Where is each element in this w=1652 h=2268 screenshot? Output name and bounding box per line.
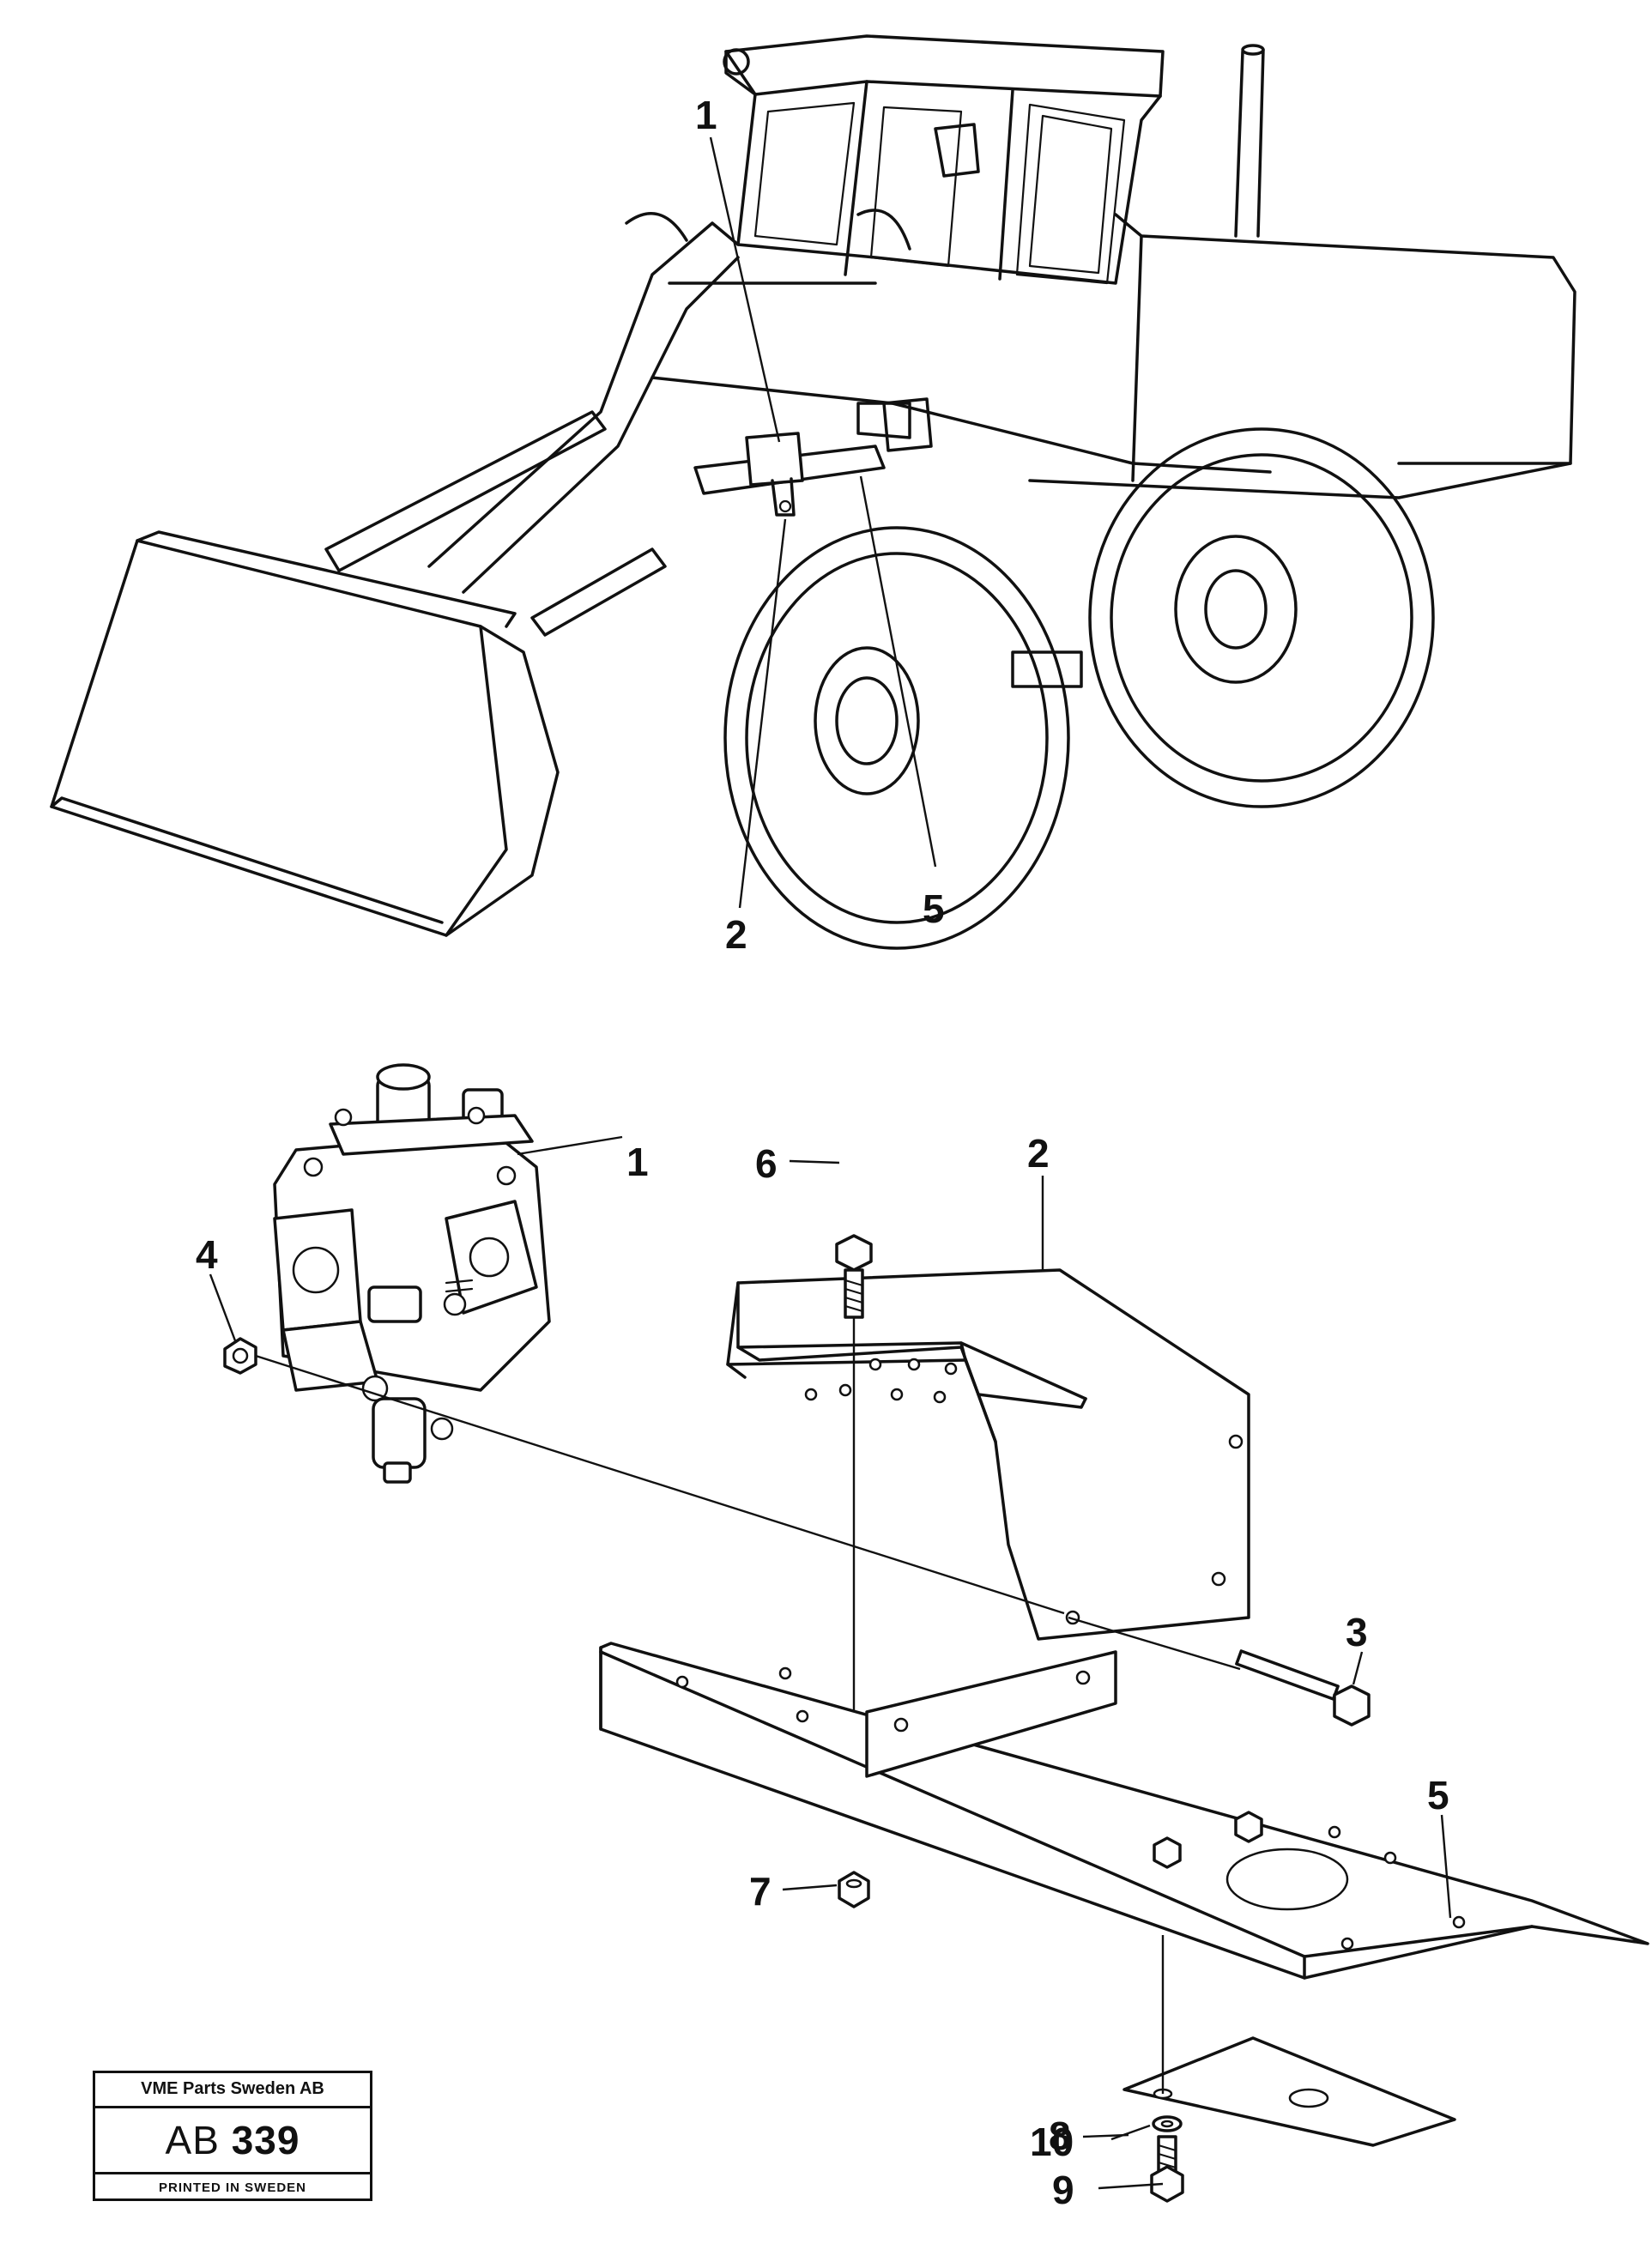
part-5-plate [599, 1642, 1649, 1980]
part-1-valve [273, 1063, 551, 1484]
stamp-code-number: 339 [231, 2118, 300, 2162]
wheel-loader-illustration [50, 34, 1576, 950]
callout-8: 8 [1049, 2114, 1071, 2158]
callout-2: 2 [1027, 1131, 1050, 1176]
callout-10: 10 [1030, 2120, 1074, 2164]
callout-6: 6 [755, 1141, 778, 1186]
part-2-bracket [726, 1268, 1250, 1641]
part-8-plate [1123, 2036, 1456, 2147]
part-3-bolt [1235, 1649, 1371, 1727]
stamp-company: VME Parts Sweden AB [95, 2073, 370, 2108]
vme-stamp: VME Parts Sweden AB AB 339 PRINTED IN SW… [93, 2071, 372, 2201]
overview-callout-5: 5 [923, 886, 945, 931]
part-10-washer [1152, 2115, 1183, 2132]
overview-callout-2: 2 [725, 912, 747, 957]
callout-3: 3 [1346, 1610, 1368, 1654]
callout-7: 7 [749, 1869, 772, 1914]
callout-4: 4 [196, 1232, 218, 1277]
overview-callout-1: 1 [695, 93, 717, 137]
part-6-bolt [835, 1234, 873, 1319]
stamp-printed: PRINTED IN SWEDEN [158, 2180, 306, 2195]
part-4-nut [223, 1337, 257, 1375]
callout-5: 5 [1427, 1773, 1449, 1817]
callout-9: 9 [1052, 2168, 1074, 2212]
part-9-screw [1150, 2135, 1184, 2203]
stamp-code-prefix: AB [165, 2118, 220, 2162]
callout-1: 1 [626, 1140, 649, 1184]
stamp-code: AB 339 [95, 2108, 370, 2174]
part-7-nut [838, 1871, 870, 1908]
